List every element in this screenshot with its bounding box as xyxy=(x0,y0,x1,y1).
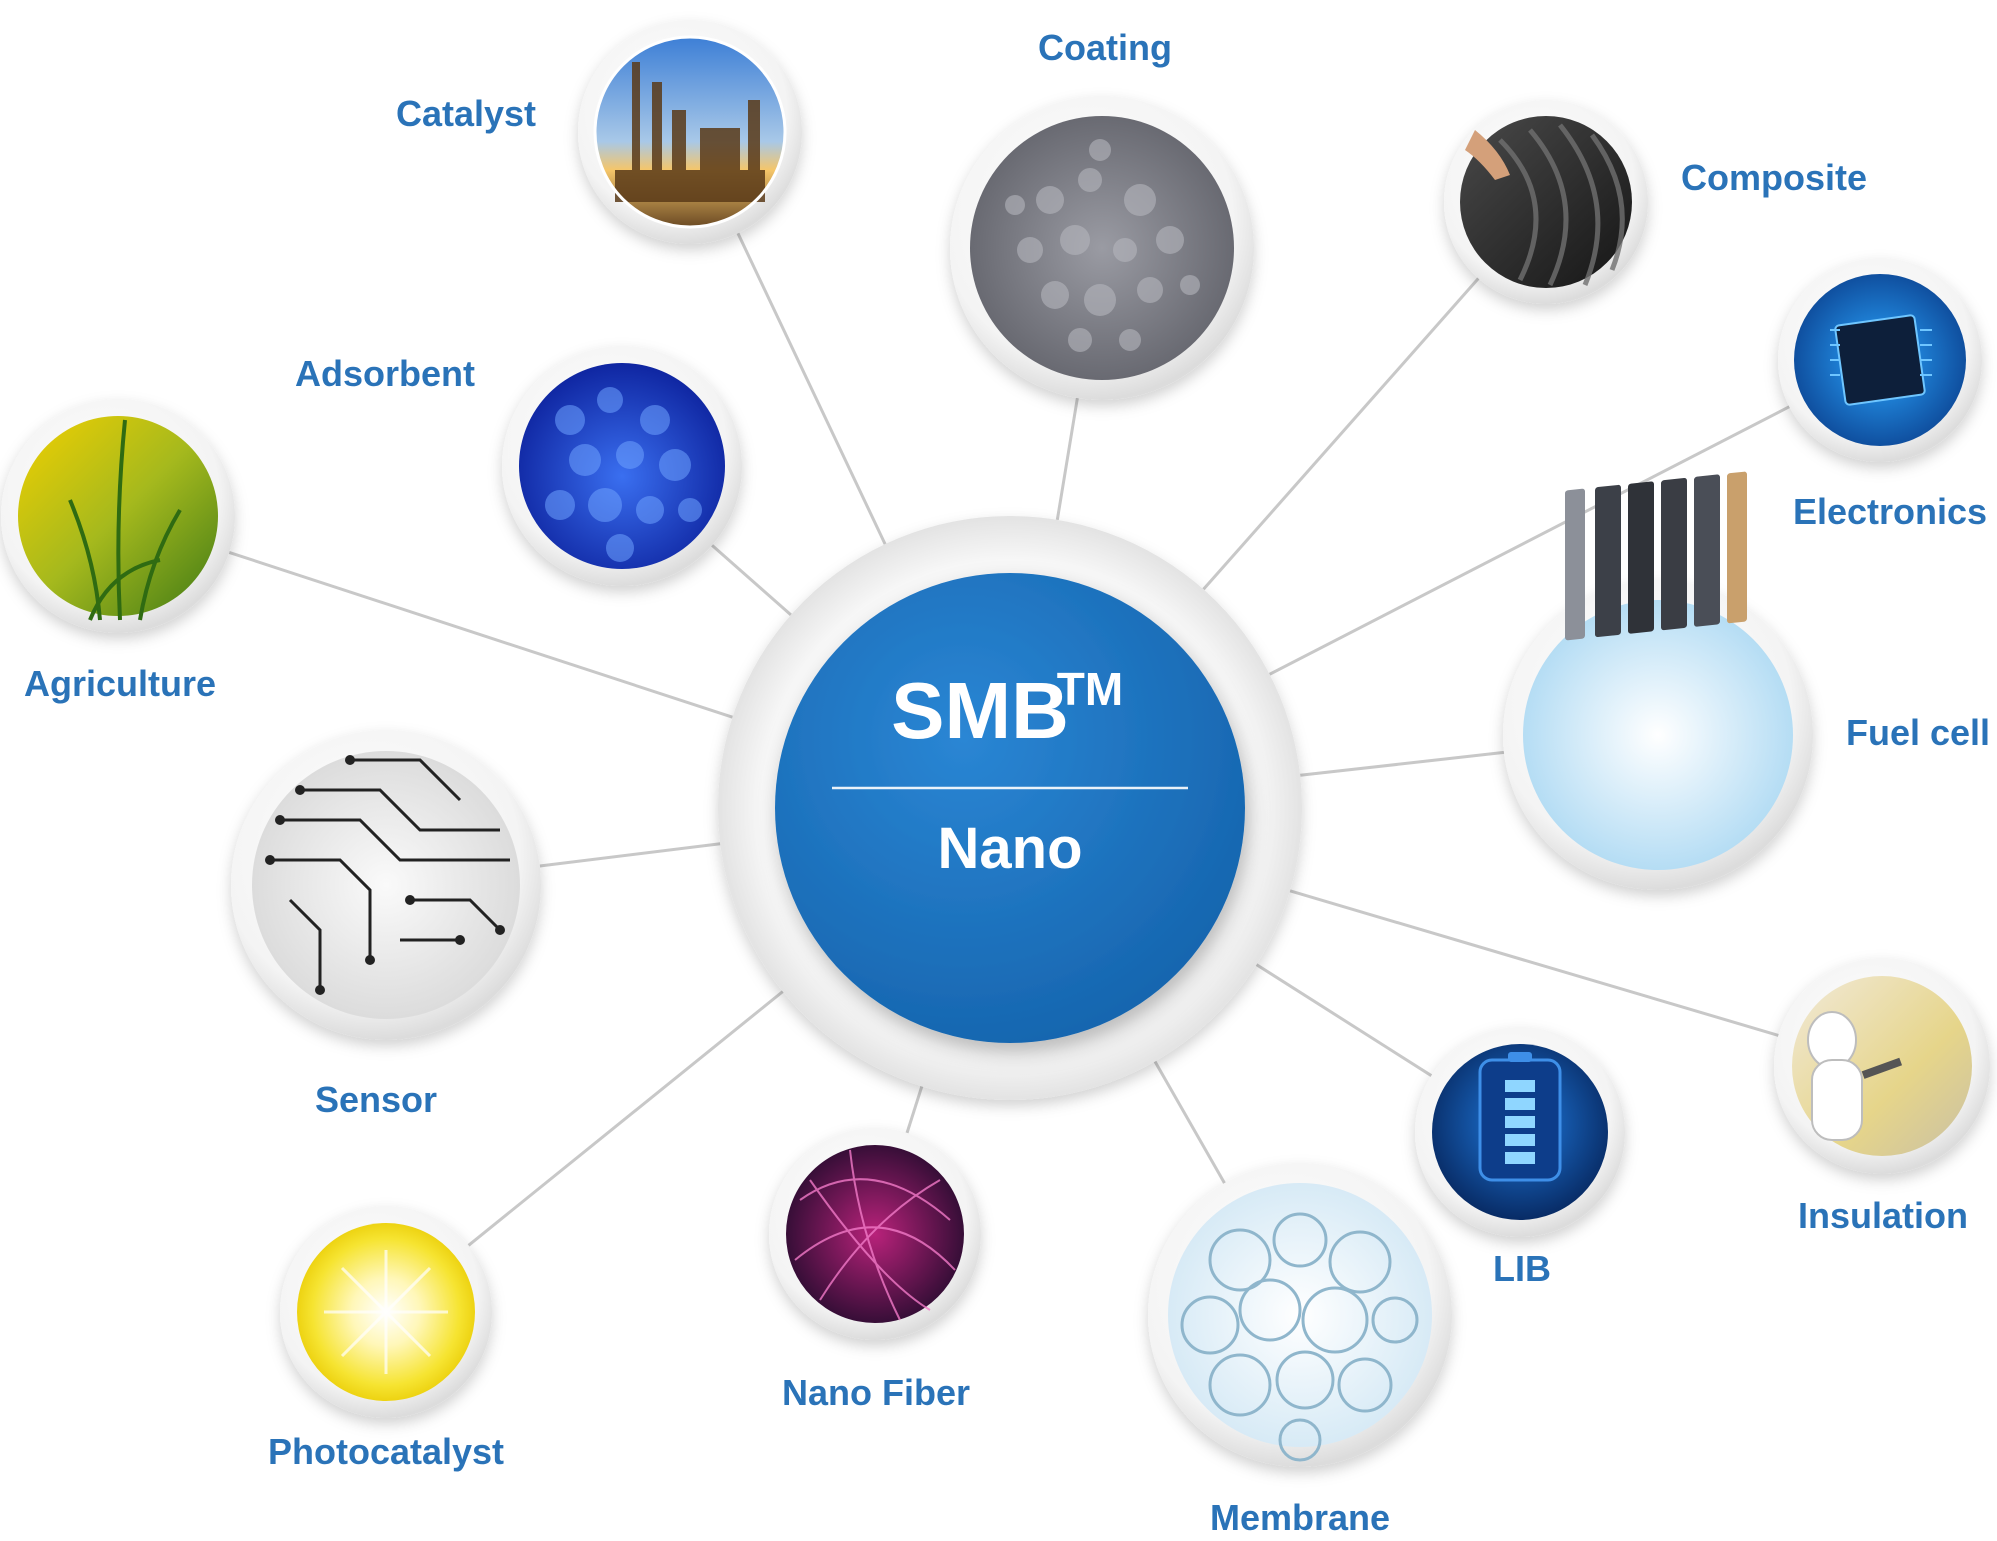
connector-fuel-cell xyxy=(1300,750,1505,777)
tire-tread-icon xyxy=(1498,123,1625,287)
node-coating[interactable]: Coating xyxy=(950,27,1254,400)
node-fuel-cell[interactable]: Fuel cell xyxy=(1503,471,1990,890)
label-fuel-cell: Fuel cell xyxy=(1846,712,1990,753)
beads-icon xyxy=(545,387,702,562)
hub-smb-nano[interactable]: SMB TM Nano xyxy=(718,516,1302,1100)
hand-icon xyxy=(1465,130,1510,180)
refinery-silhouette-icon xyxy=(615,62,765,202)
label-nano-fiber: Nano Fiber xyxy=(782,1372,970,1413)
connector-coating xyxy=(1055,397,1079,521)
fuel-cell-stack-image-icon xyxy=(1523,600,1793,870)
connector-membrane xyxy=(1153,1060,1226,1184)
node-composite[interactable]: Composite xyxy=(1444,100,1867,304)
connector-electronics xyxy=(1268,405,1790,676)
connector-lib xyxy=(1255,963,1433,1077)
hub-title: SMB xyxy=(891,666,1069,755)
label-agriculture: Agriculture xyxy=(24,663,216,704)
fiber-strands-icon xyxy=(794,1149,956,1321)
connector-nano-fiber xyxy=(905,1085,924,1134)
node-lib[interactable]: LIB xyxy=(1415,1027,1625,1289)
coating-grains-icon xyxy=(1005,139,1200,352)
label-catalyst: Catalyst xyxy=(396,93,536,134)
connector-catalyst xyxy=(736,232,887,545)
tire-image-icon xyxy=(1460,116,1632,288)
node-photocatalyst[interactable]: Photocatalyst xyxy=(268,1206,504,1472)
fuel-cell-plates-icon xyxy=(1565,471,1747,641)
worker-icon xyxy=(1807,1011,1863,1141)
node-insulation[interactable]: Insulation xyxy=(1774,958,1990,1236)
coating-texture-image-icon xyxy=(970,116,1234,380)
connector-lines xyxy=(228,232,1790,1247)
connector-sensor xyxy=(539,842,721,868)
label-adsorbent: Adsorbent xyxy=(295,353,475,394)
node-sensor[interactable]: Sensor xyxy=(231,730,541,1120)
node-agriculture[interactable]: Agriculture xyxy=(1,399,235,704)
catalyst-inner-rim xyxy=(593,35,787,229)
hub-disc xyxy=(775,573,1245,1043)
label-photocatalyst: Photocatalyst xyxy=(268,1431,504,1472)
microchip-icon xyxy=(1830,314,1932,406)
membrane-bubbles-icon xyxy=(1180,1212,1419,1462)
spray-gun-icon xyxy=(1861,1057,1903,1079)
sun-rays-icon xyxy=(324,1250,448,1374)
node-nano-fiber[interactable]: Nano Fiber xyxy=(769,1128,981,1413)
label-lib: LIB xyxy=(1493,1248,1551,1289)
label-composite: Composite xyxy=(1681,157,1867,198)
hub-subtitle: Nano xyxy=(938,816,1083,881)
node-electronics[interactable]: Electronics xyxy=(1778,258,1987,532)
label-coating: Coating xyxy=(1038,27,1172,68)
label-membrane: Membrane xyxy=(1210,1497,1390,1538)
connector-insulation xyxy=(1289,889,1779,1037)
connector-agriculture xyxy=(228,550,733,719)
circuit-image-icon xyxy=(252,751,520,1019)
nano-fiber-image-icon xyxy=(786,1145,964,1323)
connector-photocatalyst xyxy=(467,990,784,1247)
grass-blades-icon xyxy=(68,419,182,621)
node-catalyst[interactable]: Catalyst xyxy=(396,20,802,244)
connector-adsorbent xyxy=(711,544,792,617)
connector-composite xyxy=(1202,277,1480,591)
circuit-pads-icon xyxy=(265,755,505,995)
hub-trademark: TM xyxy=(1057,663,1123,715)
label-sensor: Sensor xyxy=(315,1079,437,1120)
node-adsorbent[interactable]: Adsorbent xyxy=(295,346,742,586)
node-membrane[interactable]: Membrane xyxy=(1148,1163,1452,1538)
circuit-traces-icon xyxy=(270,758,510,990)
battery-icon xyxy=(1478,1052,1562,1182)
label-electronics: Electronics xyxy=(1793,491,1987,532)
label-insulation: Insulation xyxy=(1798,1195,1968,1236)
